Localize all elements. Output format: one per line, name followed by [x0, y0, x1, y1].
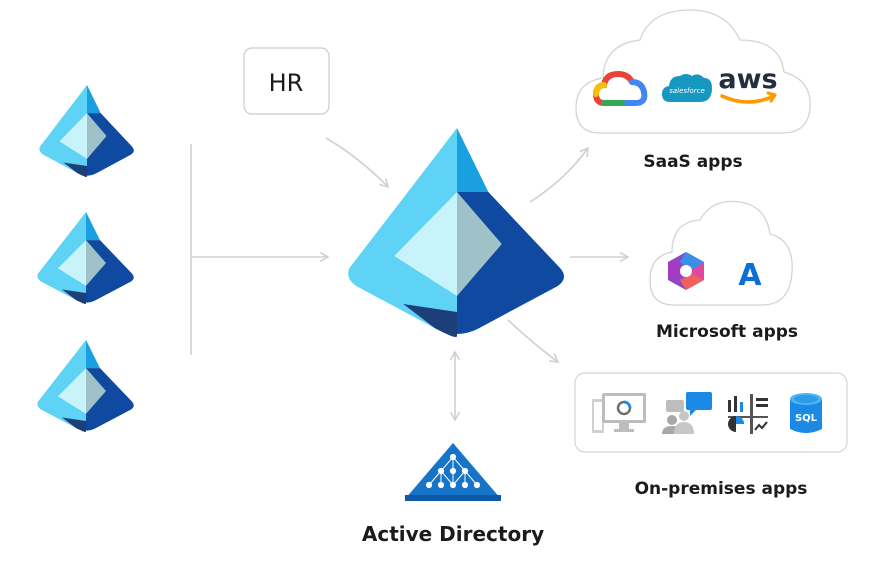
sql-database-icon: SQL	[790, 393, 822, 433]
active-directory-icon	[405, 443, 501, 501]
svg-text:A: A	[738, 258, 762, 293]
center-to-saas-arrow	[529, 146, 589, 203]
active-directory-label: Active Directory	[362, 522, 544, 546]
remote-desktop-icon	[592, 393, 646, 433]
svg-text:SQL: SQL	[795, 413, 818, 424]
onprem-box: SQL	[574, 372, 848, 453]
salesforce-icon: salesforce	[662, 74, 712, 102]
entra-icon-left-3	[37, 340, 134, 432]
svg-text:aws: aws	[718, 64, 777, 95]
entra-icon-left-2	[37, 212, 134, 304]
entra-icon-left-1	[39, 85, 134, 177]
google-cloud-icon	[592, 70, 648, 106]
microsoft-label: Microsoft apps	[656, 322, 798, 342]
center-to-onprem-arrow	[507, 319, 560, 363]
hr-box: HR	[243, 47, 330, 115]
azure-icon: A	[738, 258, 762, 293]
chat-users-icon	[662, 392, 712, 434]
microsoft-365-icon	[668, 252, 704, 290]
aws-icon: aws	[718, 64, 778, 104]
microsoft-cloud: A	[649, 200, 793, 306]
analytics-icon	[728, 394, 768, 434]
saas-label: SaaS apps	[643, 152, 742, 172]
saas-cloud: salesforce aws	[575, 9, 811, 134]
onprem-label: On-premises apps	[635, 479, 808, 499]
svg-text:salesforce: salesforce	[669, 87, 705, 95]
hr-label: HR	[269, 69, 304, 97]
hr-to-center-arrow	[325, 137, 390, 189]
entra-icon-center	[348, 128, 565, 337]
